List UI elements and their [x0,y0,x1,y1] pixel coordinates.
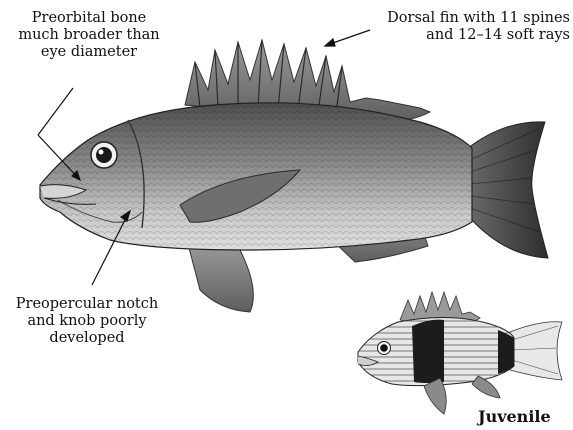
dorsal-label-line-2: and 12–14 soft rays [370,27,570,44]
dorsal-fin-label: Dorsal fin with 11 spines and 12–14 soft… [370,10,570,44]
pelvic-fin [188,244,253,312]
dorsal-label-line-1: Dorsal fin with 11 spines [370,10,570,27]
preopercular-label-line-2: and knob poorly [2,313,172,330]
juvenile-fish [358,292,562,414]
preorbital-label-line-2: much broader than [4,27,174,44]
preorbital-label: Preorbital bone much broader than eye di… [4,10,174,61]
preorbital-label-line-3: eye diameter [4,44,174,61]
juvenile-label: Juvenile [478,408,551,425]
preopercular-label-line-3: developed [2,330,172,347]
eye [91,142,117,168]
preopercular-label: Preopercular notch and knob poorly devel… [2,296,172,347]
preopercular-label-line-1: Preopercular notch [2,296,172,313]
preorbital-label-line-1: Preorbital bone [4,10,174,27]
